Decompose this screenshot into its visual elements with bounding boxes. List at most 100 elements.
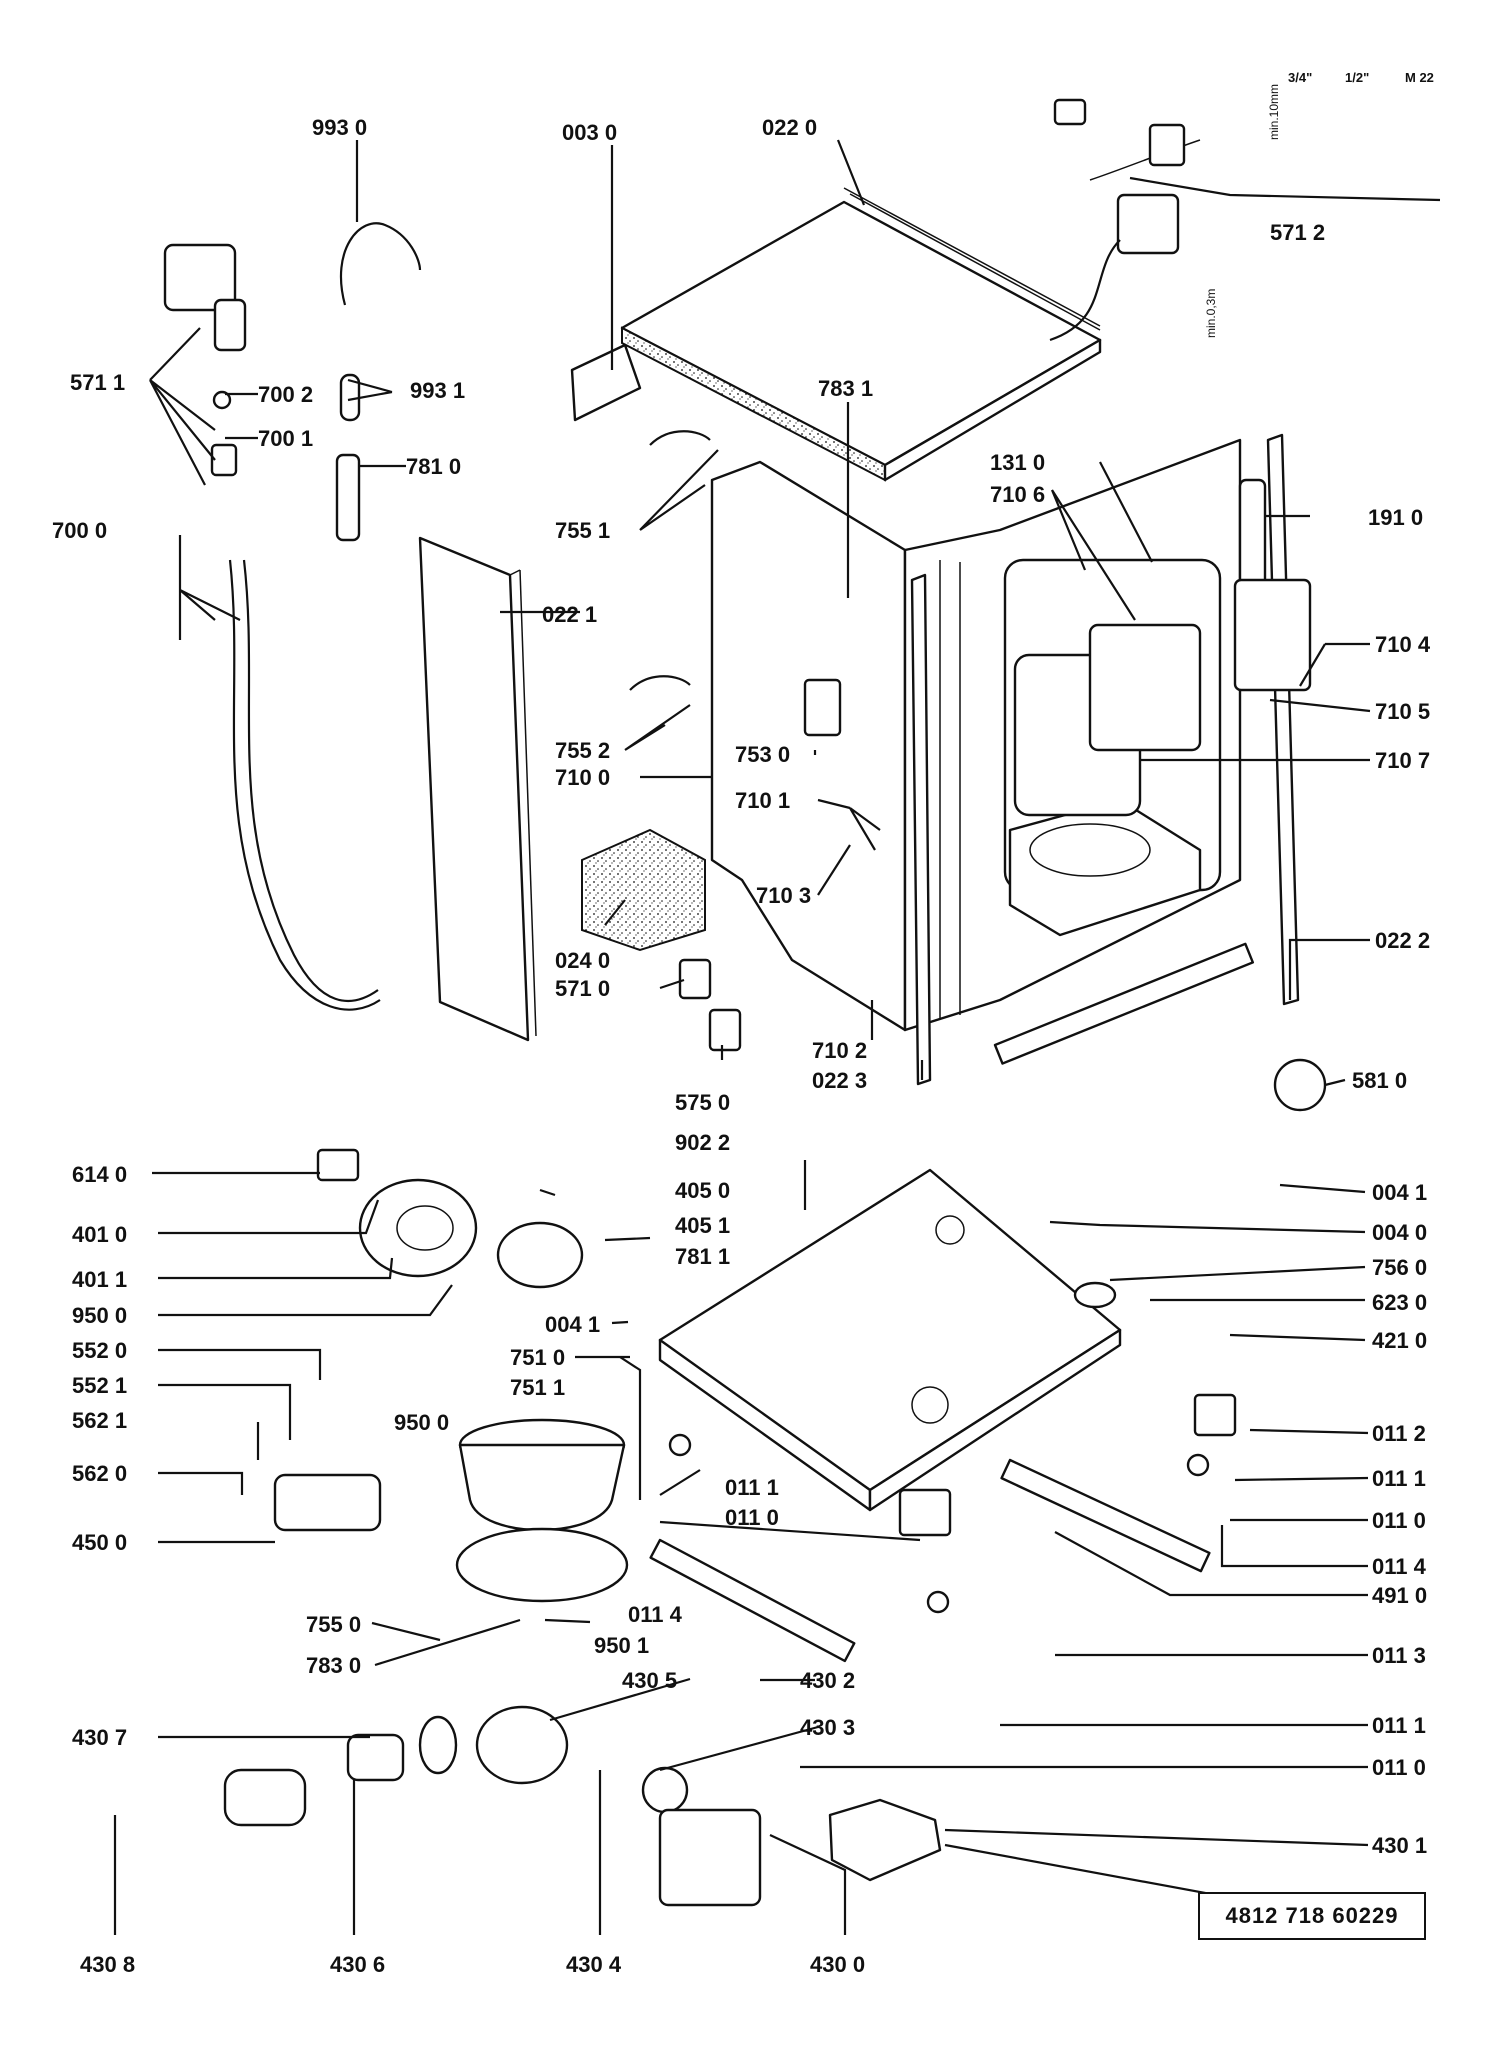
dispenser-710-4 xyxy=(1233,578,1312,692)
label-004-0: 004 0 xyxy=(1372,1220,1427,1245)
label-710-1: 710 1 xyxy=(735,788,790,813)
label-710-5: 710 5 xyxy=(1375,699,1430,724)
label-022-3: 022 3 xyxy=(812,1068,867,1093)
pump-impeller xyxy=(641,1766,689,1814)
leveling-foot-2 xyxy=(1186,1453,1210,1477)
label-562-0: 562 0 xyxy=(72,1461,127,1486)
label-011-0-c: 011 0 xyxy=(1372,1755,1426,1780)
front-strip-right xyxy=(1266,433,1300,1006)
leader-lines xyxy=(113,139,1441,1935)
label-011-4-b: 011 4 xyxy=(1372,1554,1427,1579)
label-993-0: 993 0 xyxy=(312,115,367,140)
dimension-min-03m: min.0,3m xyxy=(1204,289,1218,338)
worktop-panel xyxy=(620,187,1102,482)
float-756 xyxy=(1073,1281,1117,1309)
label-022-1: 022 1 xyxy=(542,602,597,627)
pressure-switch xyxy=(1273,1058,1327,1112)
pump-seal xyxy=(418,1715,458,1775)
label-011-0: 011 0 xyxy=(725,1505,779,1530)
label-430-2: 430 2 xyxy=(800,1668,855,1693)
hose-bracket xyxy=(339,222,422,306)
label-430-0: 430 0 xyxy=(810,1952,865,1977)
label-022-2: 022 2 xyxy=(1375,928,1430,953)
label-571-1: 571 1 xyxy=(70,370,125,395)
label-004-1-b: 004 1 xyxy=(545,1312,600,1337)
dimension-min-10mm: min.10mm xyxy=(1267,84,1281,140)
fitting-size-1-2: 1/2" xyxy=(1345,70,1369,85)
label-430-5: 430 5 xyxy=(622,1668,677,1693)
base-foot-2 xyxy=(898,1488,952,1537)
label-011-1-c: 011 1 xyxy=(1372,1713,1426,1738)
label-700-0: 700 0 xyxy=(52,518,107,543)
front-strip-left xyxy=(910,573,932,1086)
label-024-0: 024 0 xyxy=(555,948,610,973)
document-number-box: 4812 718 60229 xyxy=(1198,1892,1426,1940)
door-frame-710-5 xyxy=(1088,623,1202,752)
label-491-0: 491 0 xyxy=(1372,1583,1427,1608)
pump-control-614 xyxy=(316,1148,360,1182)
pressure-switch-small xyxy=(708,1008,742,1052)
base-tray xyxy=(658,1168,1122,1512)
label-756-0: 756 0 xyxy=(1372,1255,1427,1280)
label-581-0: 581 0 xyxy=(1352,1068,1407,1093)
pump-inlet-bellows xyxy=(223,1768,307,1827)
heater-block xyxy=(273,1473,382,1532)
label-950-0: 950 0 xyxy=(72,1303,127,1328)
label-003-0: 003 0 xyxy=(562,120,617,145)
pump-motor xyxy=(658,1808,762,1907)
label-552-0: 552 0 xyxy=(72,1338,127,1363)
label-993-1: 993 1 xyxy=(410,378,465,403)
label-575-0: 575 0 xyxy=(675,1090,730,1115)
label-191-0: 191 0 xyxy=(1368,505,1423,530)
label-011-1: 011 1 xyxy=(725,1475,779,1500)
fitting-size-3-4: 3/4" xyxy=(1288,70,1312,85)
label-710-3: 710 3 xyxy=(756,883,811,908)
base-bracket-right xyxy=(1000,1458,1211,1573)
pump-cover xyxy=(496,1221,584,1289)
label-405-1: 405 1 xyxy=(675,1213,730,1238)
label-755-0: 755 0 xyxy=(306,1612,361,1637)
label-430-3: 430 3 xyxy=(800,1715,855,1740)
fitting-size-m22: M 22 xyxy=(1405,70,1434,85)
side-panel xyxy=(418,536,530,1042)
label-783-0: 783 0 xyxy=(306,1653,361,1678)
label-430-6: 430 6 xyxy=(330,1952,385,1977)
label-755-1: 755 1 xyxy=(555,518,610,543)
label-751-0: 751 0 xyxy=(510,1345,565,1370)
label-450-0: 450 0 xyxy=(72,1530,127,1555)
label-783-1: 783 1 xyxy=(818,376,873,401)
sump-assembly xyxy=(455,1418,629,1603)
label-710-2: 710 2 xyxy=(812,1038,867,1063)
label-011-0-b: 011 0 xyxy=(1372,1508,1426,1533)
label-710-0: 710 0 xyxy=(555,765,610,790)
label-710-4: 710 4 xyxy=(1375,632,1431,657)
drain-hose-upper xyxy=(649,430,711,446)
drain-cover xyxy=(828,1798,942,1882)
inlet-hose-assembly xyxy=(163,243,381,1011)
label-571-2: 571 2 xyxy=(1270,220,1325,245)
label-011-4: 011 4 xyxy=(628,1602,683,1627)
drain-pump-volute xyxy=(475,1705,569,1785)
label-022-0: 022 0 xyxy=(762,115,817,140)
label-902-2: 902 2 xyxy=(675,1130,730,1155)
label-710-7: 710 7 xyxy=(1375,748,1430,773)
base-bracket-left xyxy=(649,1538,856,1663)
inlet-valve-assembly xyxy=(1049,98,1201,342)
label-421-0: 421 0 xyxy=(1372,1328,1427,1353)
label-131-0: 131 0 xyxy=(990,450,1045,475)
base-foot-1 xyxy=(1193,1393,1237,1437)
label-755-2: 755 2 xyxy=(555,738,610,763)
label-751-1: 751 1 xyxy=(510,1375,565,1400)
label-430-8: 430 8 xyxy=(80,1952,135,1977)
frame-rail xyxy=(993,942,1255,1065)
inlet-solenoid xyxy=(678,958,712,1000)
label-011-1-b: 011 1 xyxy=(1372,1466,1426,1491)
label-004-1: 004 1 xyxy=(1372,1180,1427,1205)
label-552-1: 552 1 xyxy=(72,1373,127,1398)
leveling-foot-3 xyxy=(926,1590,950,1614)
label-950-1: 950 1 xyxy=(594,1633,649,1658)
pump-coupling xyxy=(346,1733,405,1782)
door-switch xyxy=(803,678,842,737)
hose-pipe xyxy=(335,453,361,542)
